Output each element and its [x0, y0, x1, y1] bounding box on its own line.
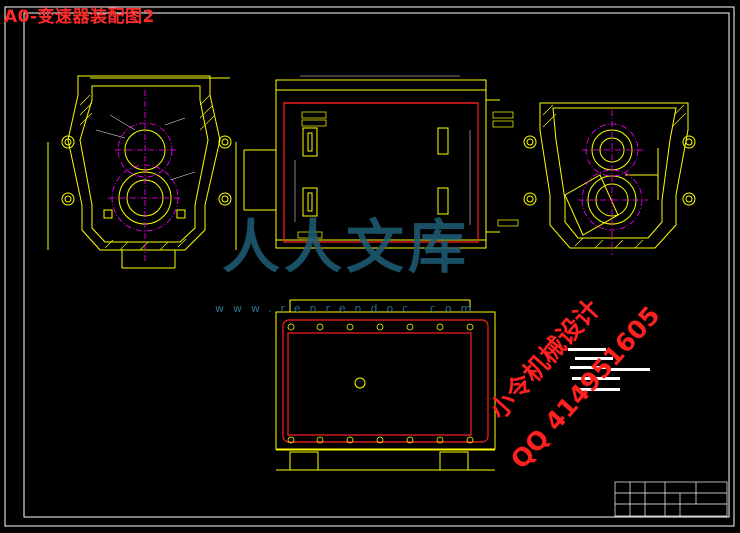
center-dims [294, 75, 471, 225]
note-stripes [568, 348, 650, 391]
bottom-bolts [287, 323, 474, 444]
left-centerlines [108, 90, 182, 262]
left-dimensions [95, 114, 196, 181]
right-hatch [542, 104, 687, 249]
outer-frame [4, 6, 735, 527]
watermark-site: www.renrendoc.com [215, 302, 481, 315]
right-centerlines [578, 110, 648, 255]
right-section-view [523, 102, 696, 249]
drawing-title: A0-变速器装配图2 [4, 7, 155, 27]
title-block [614, 481, 728, 517]
bottom-section-line [282, 319, 489, 443]
bottom-top-view [275, 299, 496, 471]
inner-frame [23, 12, 730, 518]
left-hatch [79, 94, 215, 251]
center-front-view [243, 79, 500, 249]
center-callouts [297, 111, 519, 239]
left-section-view [47, 75, 237, 269]
center-section-line [283, 102, 479, 243]
watermark-logo: 人人文库 [222, 213, 471, 281]
